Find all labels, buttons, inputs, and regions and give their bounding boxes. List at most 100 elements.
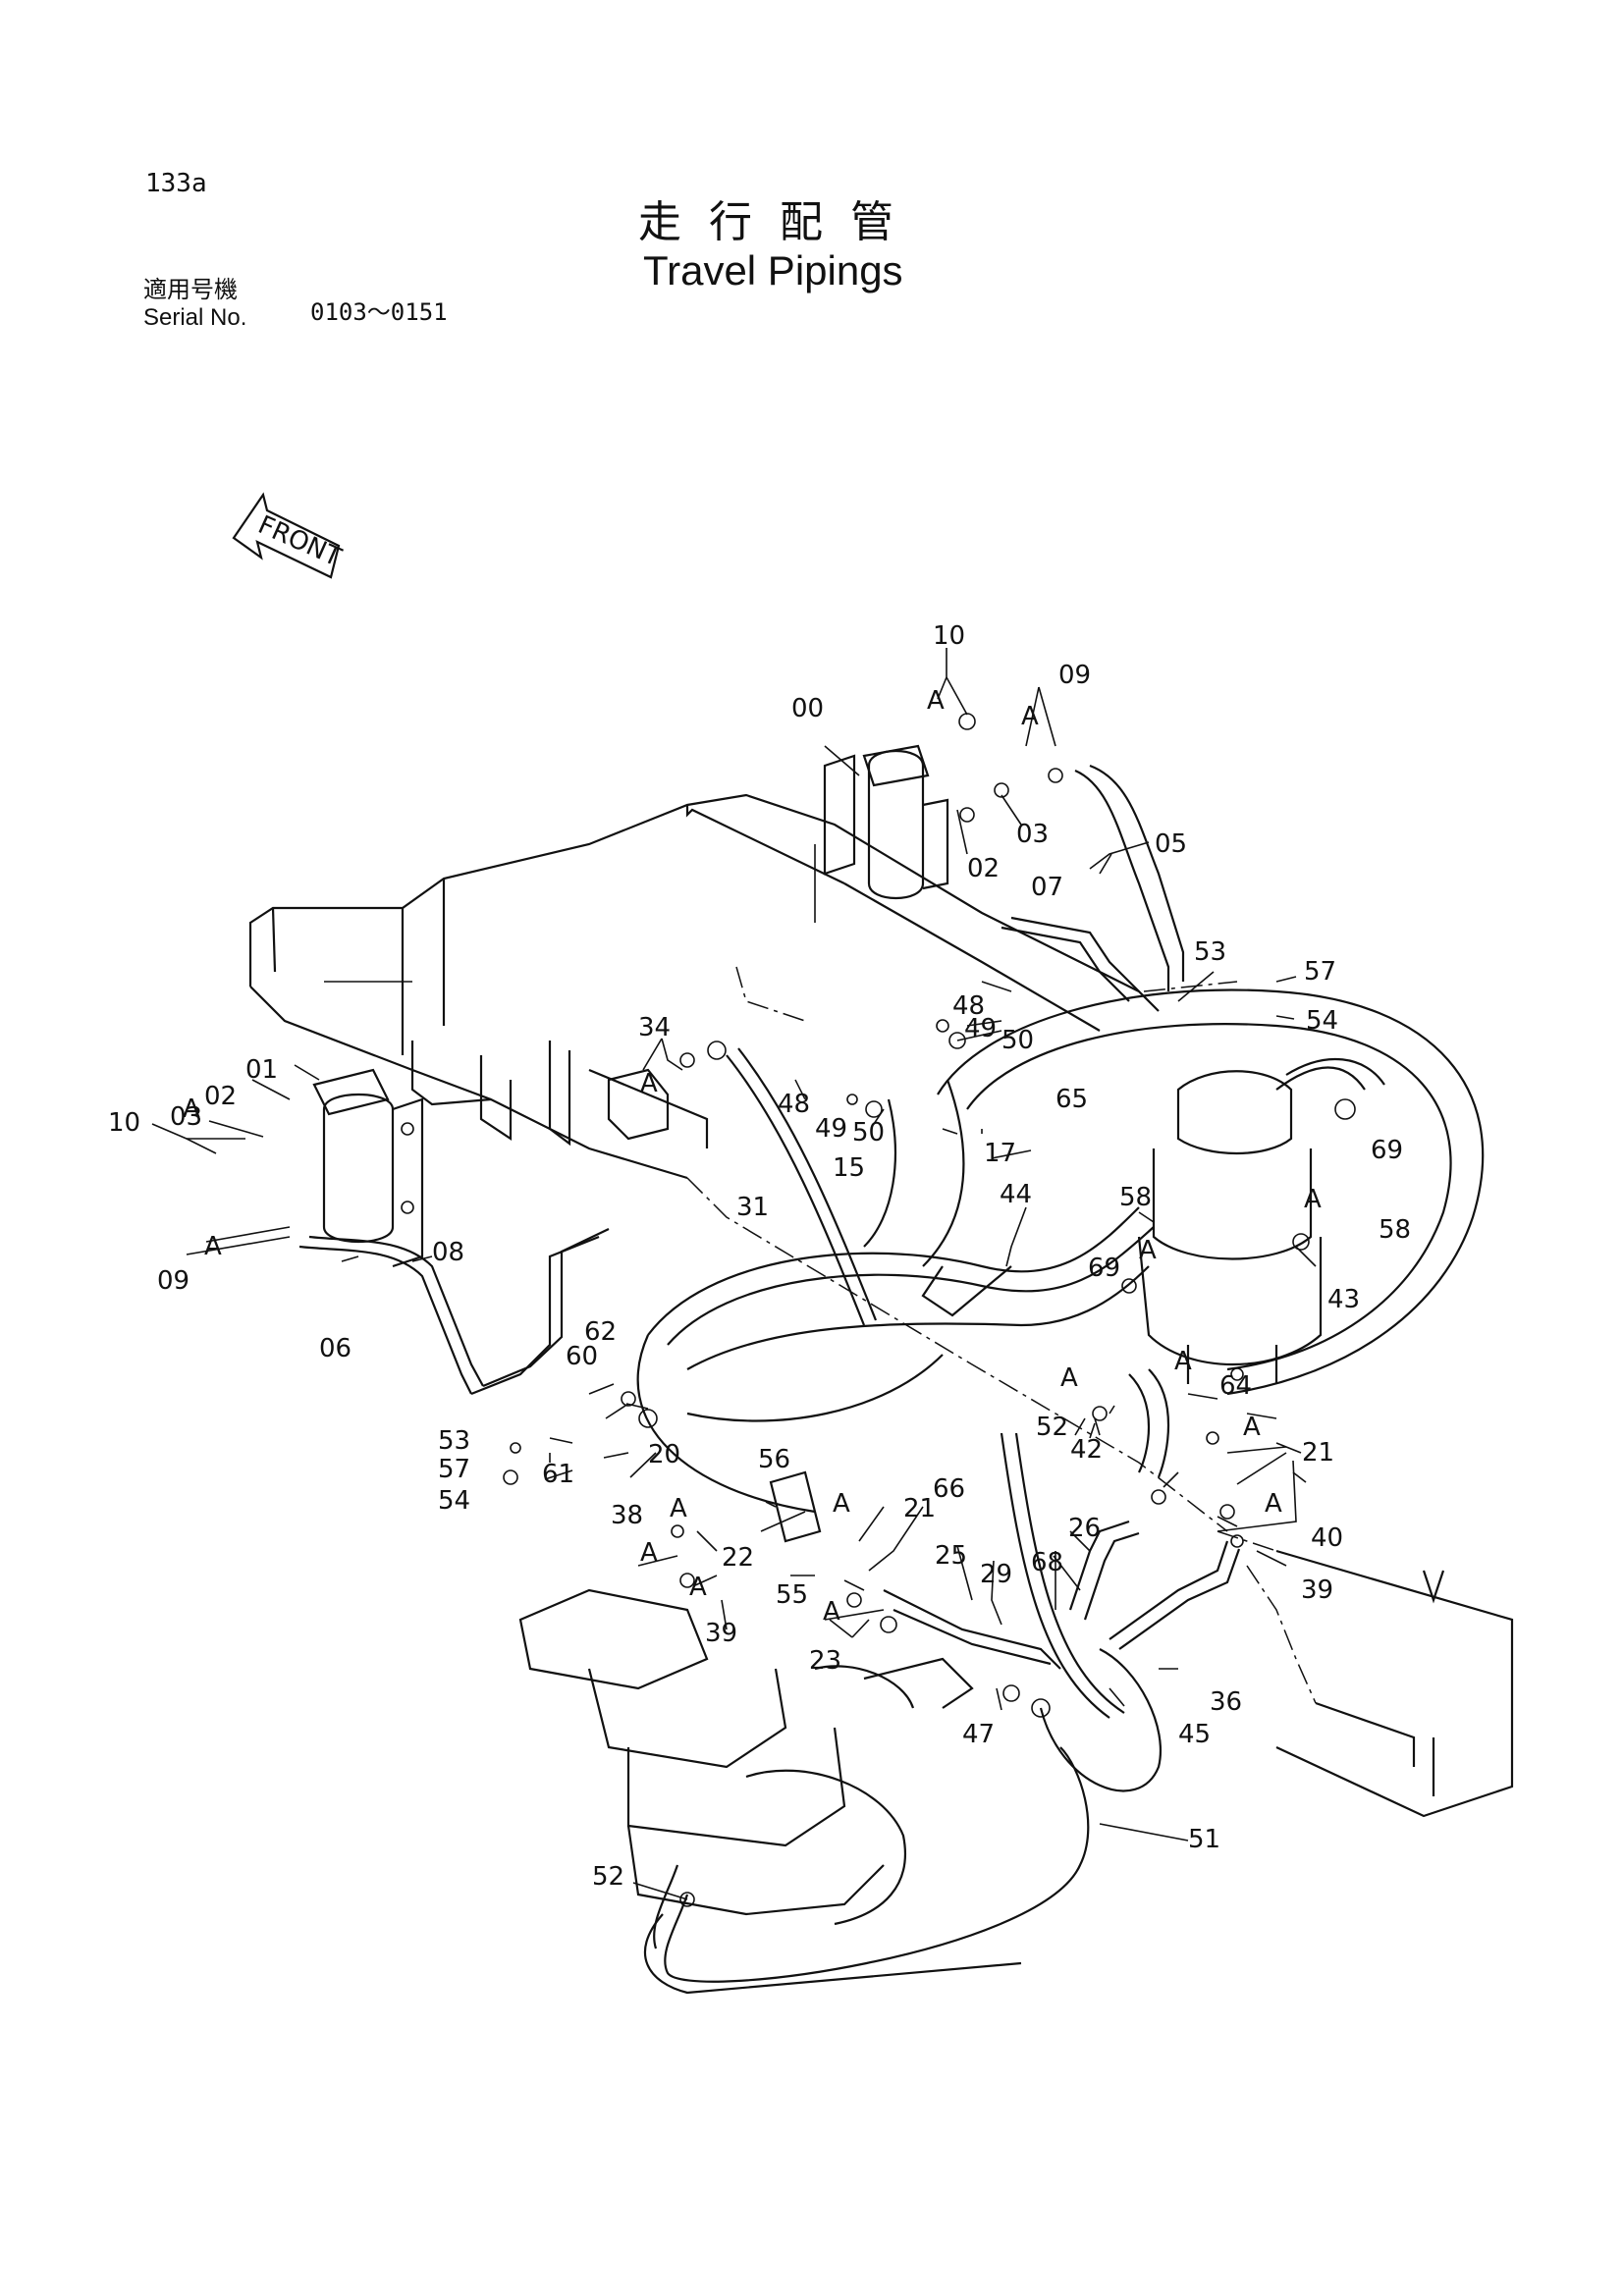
callout-49-mid: 49 bbox=[815, 1114, 847, 1144]
front-label: FRONT bbox=[253, 510, 345, 573]
port-a-5: A bbox=[204, 1232, 222, 1261]
callout-23: 23 bbox=[809, 1646, 841, 1676]
port-a-3: A bbox=[640, 1069, 658, 1098]
callout-49-top: 49 bbox=[964, 1014, 997, 1043]
callout-56: 56 bbox=[758, 1445, 790, 1474]
callout-50-mid: 50 bbox=[852, 1118, 885, 1148]
callout-66: 66 bbox=[933, 1474, 965, 1504]
valve-block-center bbox=[607, 1068, 670, 1141]
callout-02-top: 02 bbox=[967, 854, 1000, 883]
callout-65: 65 bbox=[1055, 1085, 1088, 1114]
callout-09-left: 09 bbox=[157, 1266, 189, 1296]
callout-50-top: 50 bbox=[1001, 1026, 1034, 1055]
callout-17: 17 bbox=[984, 1139, 1016, 1168]
callout-06: 06 bbox=[319, 1334, 352, 1363]
callout-64: 64 bbox=[1219, 1371, 1252, 1401]
serial-range: 0103～0151 bbox=[310, 298, 448, 326]
callout-53-top: 53 bbox=[1194, 937, 1226, 967]
hydraulic-lines bbox=[298, 764, 1385, 1995]
serial-label-en: Serial No. bbox=[143, 304, 247, 331]
title-japanese: 走行配管 bbox=[638, 197, 921, 247]
callout-02-left: 02 bbox=[204, 1082, 237, 1111]
right-frame-corner bbox=[1275, 1549, 1514, 1818]
pump-motor-assembly bbox=[518, 1588, 974, 1926]
callout-22: 22 bbox=[722, 1543, 754, 1573]
callout-07: 07 bbox=[1031, 873, 1063, 902]
callout-57-top: 57 bbox=[1304, 957, 1336, 987]
callout-47: 47 bbox=[962, 1720, 995, 1749]
callout-21-mid: 21 bbox=[903, 1494, 936, 1523]
callout-10-left: 10 bbox=[108, 1108, 140, 1138]
callout-58-mid: 58 bbox=[1119, 1183, 1152, 1212]
front-arrow-icon: FRONT bbox=[232, 492, 346, 579]
callout-25: 25 bbox=[935, 1541, 967, 1571]
center-joint bbox=[1137, 1070, 1323, 1384]
callout-55: 55 bbox=[776, 1580, 808, 1610]
callout-34: 34 bbox=[638, 1013, 671, 1042]
filter-assembly-01 bbox=[312, 1068, 424, 1268]
callout-21-right: 21 bbox=[1302, 1438, 1334, 1468]
serial-label: 適用号機 Serial No. bbox=[143, 277, 246, 332]
callout-36: 36 bbox=[1210, 1687, 1242, 1717]
callout-53-left: 53 bbox=[438, 1426, 470, 1456]
callout-38: 38 bbox=[611, 1501, 643, 1530]
callout-09-top: 09 bbox=[1058, 661, 1091, 690]
callout-39-right: 39 bbox=[1301, 1575, 1333, 1605]
callout-40: 40 bbox=[1311, 1523, 1343, 1553]
callout-52-mid: 52 bbox=[1036, 1413, 1068, 1442]
callout-51: 51 bbox=[1188, 1825, 1220, 1854]
callout-52-bottom: 52 bbox=[592, 1862, 624, 1892]
port-a-markers: A A A A A A A A A A A A A A A A bbox=[183, 686, 1322, 1627]
port-a-6: A bbox=[1304, 1185, 1322, 1214]
port-a-1: A bbox=[927, 686, 945, 716]
callout-26: 26 bbox=[1068, 1514, 1101, 1543]
callout-43: 43 bbox=[1327, 1285, 1360, 1314]
callout-00: 00 bbox=[791, 694, 824, 723]
port-a-9: A bbox=[1243, 1413, 1261, 1442]
callout-08: 08 bbox=[432, 1238, 464, 1267]
title-english: Travel Pipings bbox=[643, 247, 903, 294]
filter-assembly-00 bbox=[823, 744, 949, 900]
port-a-14: A bbox=[640, 1538, 658, 1568]
port-a-16: A bbox=[823, 1597, 840, 1627]
callout-69-right: 69 bbox=[1371, 1136, 1403, 1165]
callout-68: 68 bbox=[1031, 1548, 1063, 1577]
fittings bbox=[503, 713, 1356, 1907]
callout-01: 01 bbox=[245, 1055, 278, 1085]
port-a-7: A bbox=[1139, 1236, 1157, 1265]
callout-31: 31 bbox=[736, 1193, 769, 1222]
callout-61: 61 bbox=[542, 1460, 574, 1489]
callout-48-mid: 48 bbox=[778, 1090, 810, 1119]
callout-03-left: 03 bbox=[170, 1102, 202, 1132]
callout-42: 42 bbox=[1070, 1435, 1103, 1465]
callout-54-left: 54 bbox=[438, 1486, 470, 1516]
valve-block-right bbox=[769, 1470, 822, 1543]
port-a-11: A bbox=[1265, 1489, 1282, 1519]
callout-05: 05 bbox=[1155, 829, 1187, 859]
callout-48-top: 48 bbox=[952, 991, 985, 1021]
port-a-13: A bbox=[833, 1489, 850, 1519]
callout-29: 29 bbox=[980, 1560, 1012, 1589]
callout-44: 44 bbox=[1000, 1180, 1032, 1209]
callout-62: 62 bbox=[584, 1317, 617, 1347]
callout-54-top: 54 bbox=[1306, 1006, 1338, 1036]
port-a-8: A bbox=[1174, 1347, 1192, 1376]
callout-20: 20 bbox=[648, 1440, 680, 1469]
callout-labels: 10 09 00 02 03 05 07 53 57 54 48 49 50 3… bbox=[108, 621, 1411, 1892]
port-a-10: A bbox=[1060, 1363, 1078, 1393]
callout-10-top: 10 bbox=[933, 621, 965, 651]
reference-lines bbox=[686, 966, 1317, 1704]
callout-15: 15 bbox=[833, 1153, 865, 1183]
port-a-4: A bbox=[183, 1095, 200, 1124]
callout-57-left: 57 bbox=[438, 1455, 470, 1484]
callout-69-mid: 69 bbox=[1088, 1254, 1120, 1283]
port-a-12: A bbox=[670, 1494, 687, 1523]
callout-39-left: 39 bbox=[705, 1619, 737, 1648]
port-a-2: A bbox=[1021, 702, 1039, 731]
callout-60: 60 bbox=[566, 1342, 598, 1371]
callout-03-top: 03 bbox=[1016, 820, 1049, 849]
upper-frame-outline bbox=[248, 793, 1160, 1180]
serial-label-jp: 適用号機 bbox=[143, 277, 238, 303]
